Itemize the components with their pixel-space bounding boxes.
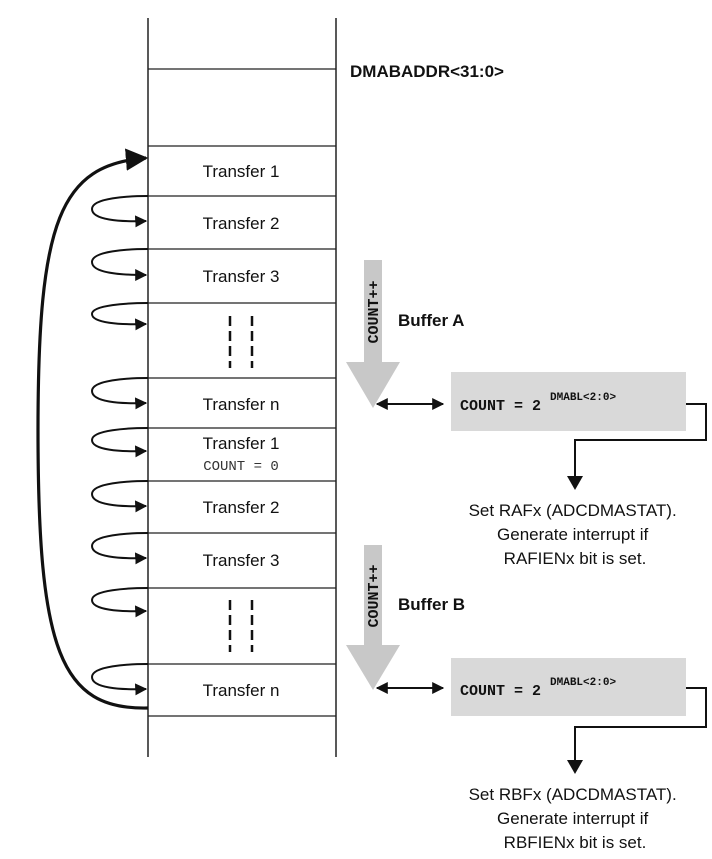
count-box-a-text: COUNT = 2 DMABL<2:0> bbox=[460, 392, 616, 415]
buffer-a-note-line: Set RAFx (ADCDMASTAT). bbox=[469, 501, 677, 520]
transfer-cell-label: Transfer 1 bbox=[203, 162, 280, 181]
transfer-cell-label: Transfer 2 bbox=[203, 214, 280, 233]
increment-loop-arrows bbox=[90, 195, 149, 696]
count-increment-arrow-a bbox=[346, 260, 400, 408]
note-connector-b bbox=[574, 687, 707, 770]
memory-column bbox=[147, 18, 337, 757]
count-increment-arrow-b bbox=[346, 545, 400, 690]
note-connector-a bbox=[574, 403, 707, 486]
count-box-a-base: COUNT = 2 bbox=[460, 398, 541, 415]
ellipsis-marker bbox=[228, 316, 254, 368]
ellipsis-marker bbox=[228, 600, 254, 652]
transfer-cell-label: Transfer n bbox=[203, 395, 280, 414]
buffer-b-note-line: Set RBFx (ADCDMASTAT). bbox=[469, 785, 677, 804]
buffer-b-note-line: Generate interrupt if bbox=[497, 809, 648, 828]
count-box-b bbox=[451, 658, 686, 716]
count-increment-label-a: COUNT++ bbox=[366, 280, 383, 343]
count-increment-label-b: COUNT++ bbox=[366, 564, 383, 627]
transfer-cell-label: Transfer n bbox=[203, 681, 280, 700]
transfer-cell-sublabel: COUNT = 0 bbox=[203, 459, 279, 475]
address-label: DMABADDR<31:0> bbox=[350, 62, 504, 81]
count-box-b-exponent: DMABL<2:0> bbox=[550, 677, 616, 689]
buffer-a-note-line: RAFIENx bit is set. bbox=[504, 549, 647, 568]
buffer-b-note: Set RBFx (ADCDMASTAT). Generate interrup… bbox=[469, 785, 682, 852]
transfer-cell-label: Transfer 3 bbox=[203, 267, 280, 286]
count-box-a-exponent: DMABL<2:0> bbox=[550, 392, 616, 404]
buffer-b-note-line: RBFIENx bit is set. bbox=[504, 833, 647, 852]
transfer-cell-label: Transfer 3 bbox=[203, 551, 280, 570]
count-box-b-text: COUNT = 2 DMABL<2:0> bbox=[460, 677, 616, 700]
count-box-b-base: COUNT = 2 bbox=[460, 683, 541, 700]
transfer-cell-label: Transfer 2 bbox=[203, 498, 280, 517]
buffer-a-note-line: Generate interrupt if bbox=[497, 525, 648, 544]
buffer-a-label: Buffer A bbox=[398, 311, 464, 330]
transfer-cell-label: Transfer 1 bbox=[203, 434, 280, 453]
buffer-b-label: Buffer B bbox=[398, 595, 465, 614]
buffer-a-note: Set RAFx (ADCDMASTAT). Generate interrup… bbox=[469, 501, 682, 568]
count-box-a bbox=[451, 372, 686, 431]
wrap-around-arrow bbox=[36, 148, 149, 710]
